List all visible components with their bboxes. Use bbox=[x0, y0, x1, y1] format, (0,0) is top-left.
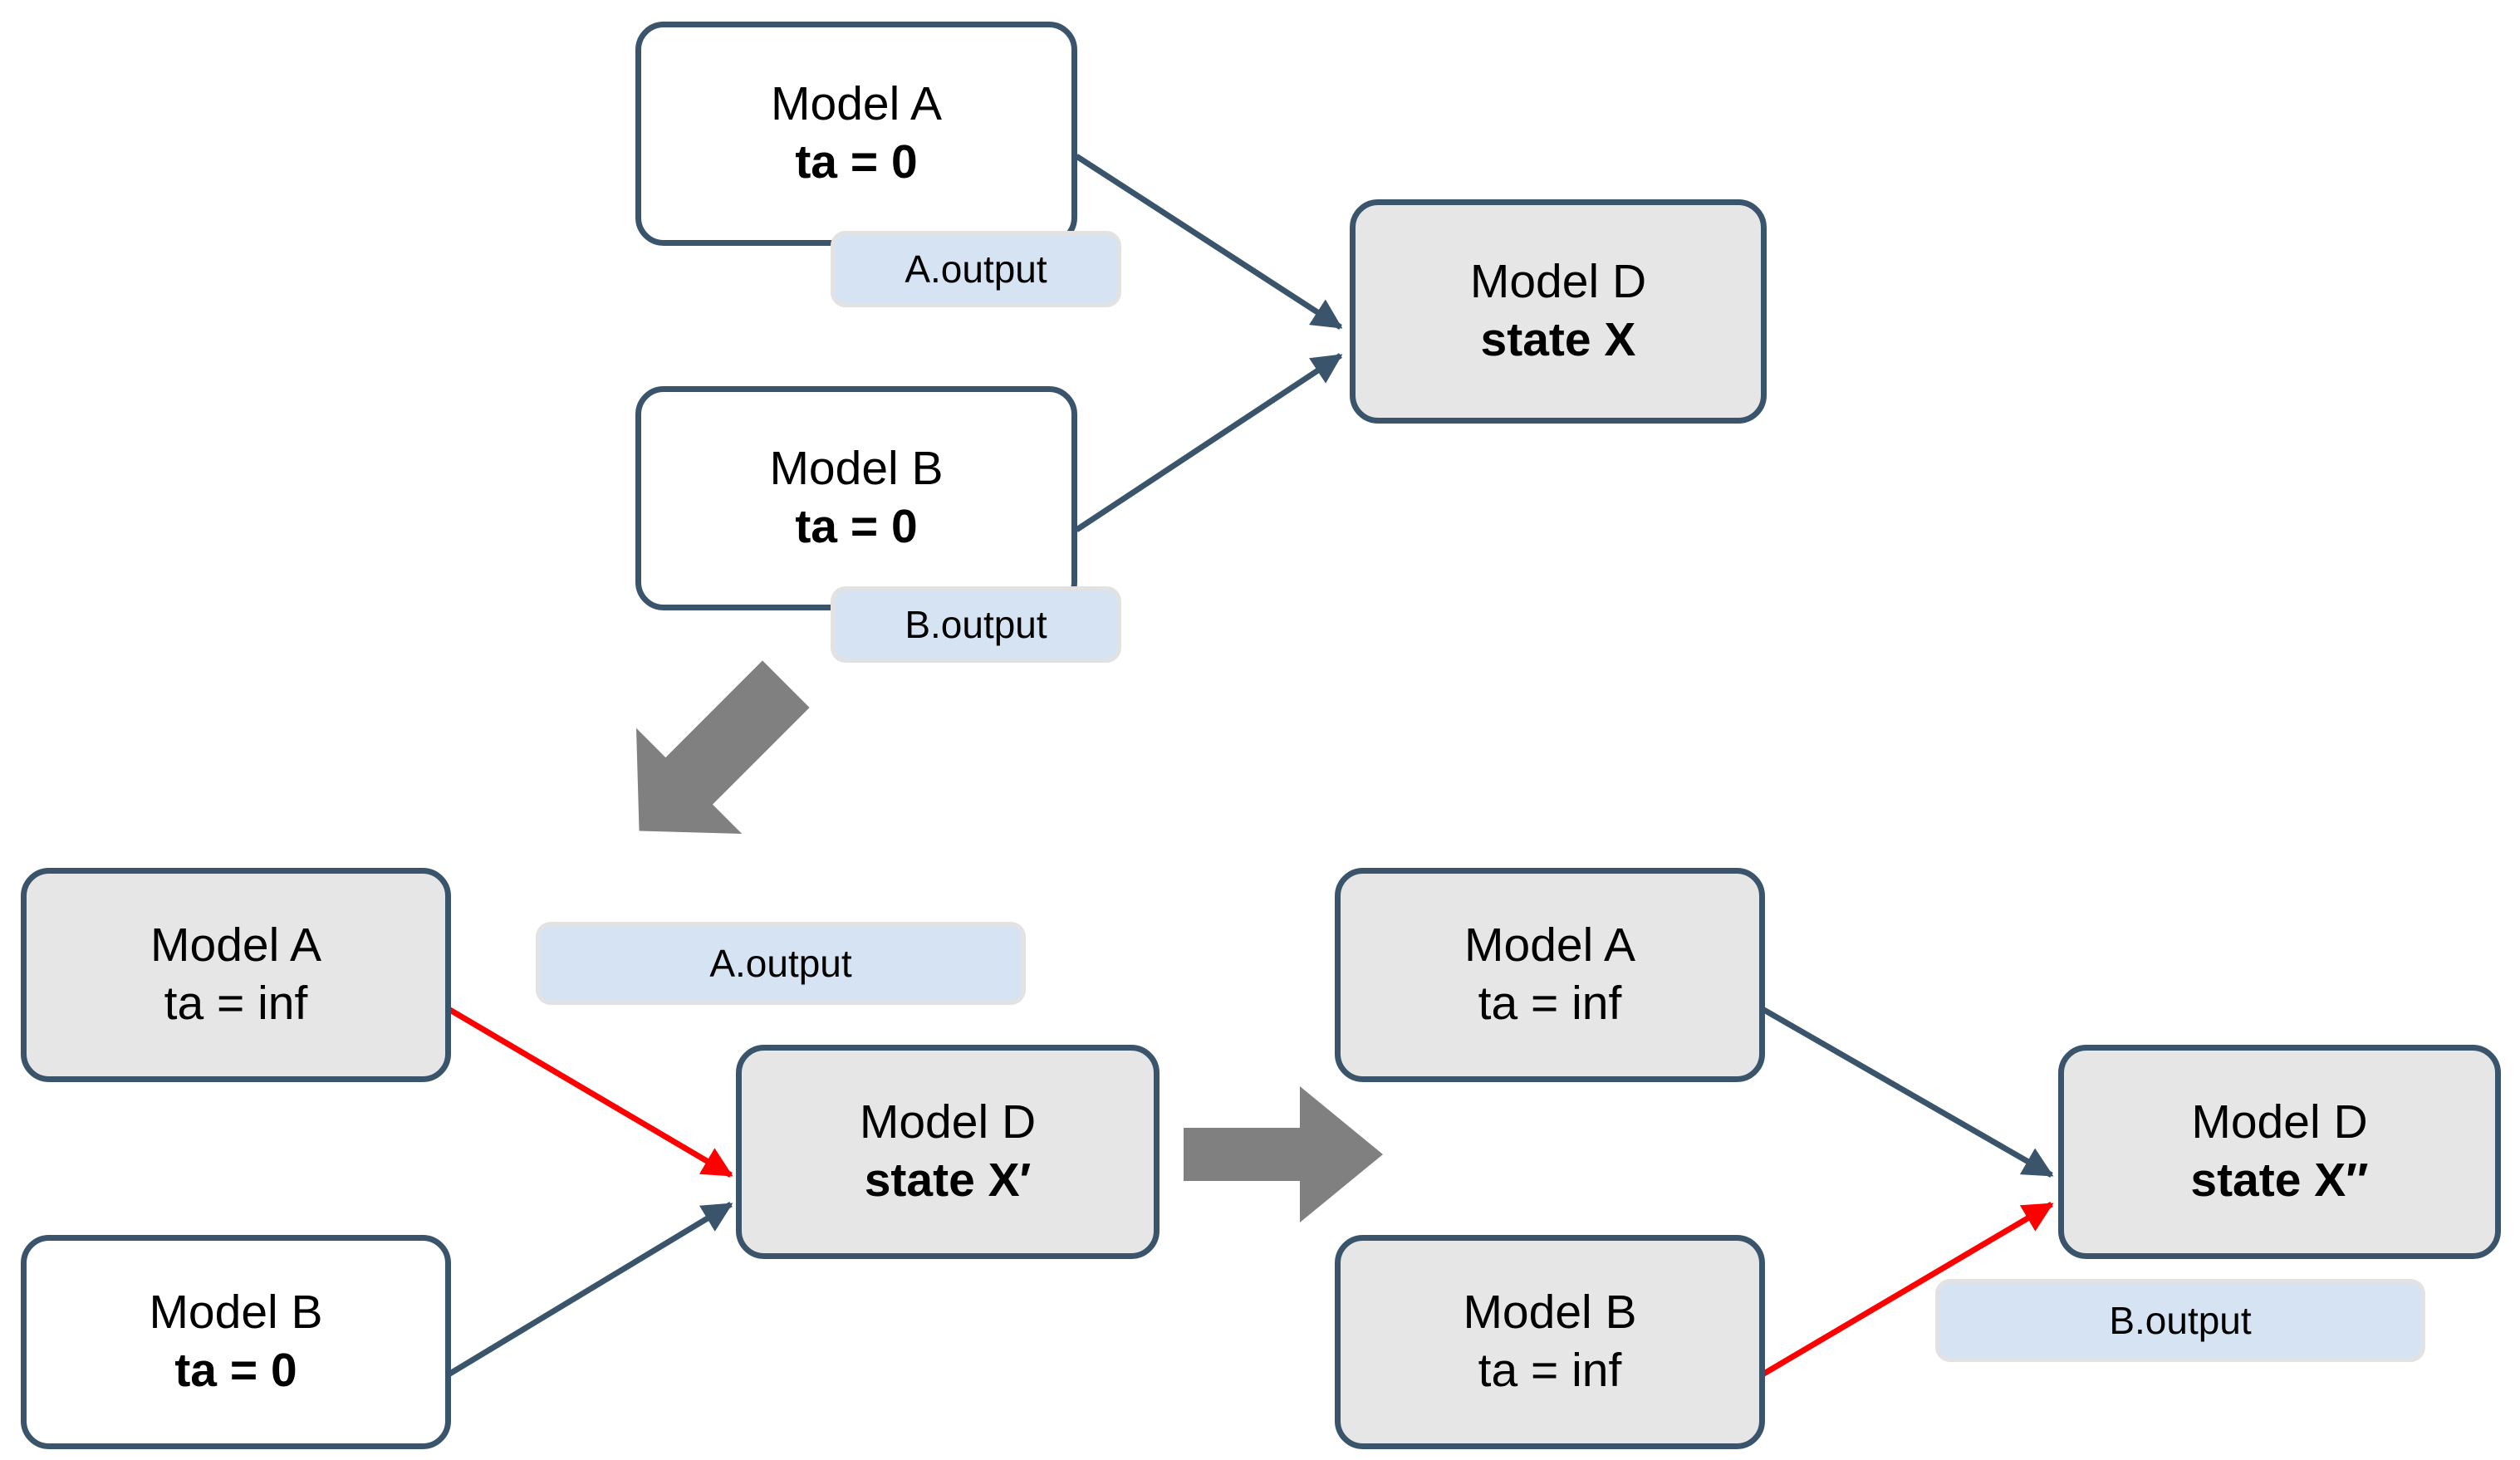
port-mid-a-output[interactable]: A.output bbox=[536, 922, 1026, 1005]
node-subtitle: state X bbox=[1480, 313, 1636, 366]
node-subtitle: ta = 0 bbox=[795, 500, 918, 553]
node-mid-model-d[interactable]: Model D state X′ bbox=[736, 1045, 1159, 1259]
port-label: B.output bbox=[2109, 1299, 2252, 1342]
node-right-model-b[interactable]: Model B ta = inf bbox=[1335, 1235, 1765, 1449]
stage-arrow-diagonal-icon bbox=[636, 660, 810, 834]
node-title: Model A bbox=[150, 919, 321, 973]
port-label: A.output bbox=[709, 942, 852, 985]
node-right-model-a[interactable]: Model A ta = inf bbox=[1335, 868, 1765, 1082]
stage-arrow-horizontal-icon bbox=[1184, 1086, 1383, 1222]
edge-mid-a-to-d bbox=[447, 1006, 733, 1178]
node-top-model-d[interactable]: Model D state X bbox=[1350, 199, 1767, 424]
port-label: A.output bbox=[905, 247, 1047, 291]
node-title: Model D bbox=[2191, 1095, 2368, 1149]
port-top-a-output[interactable]: A.output bbox=[831, 231, 1121, 307]
node-title: Model D bbox=[1469, 255, 1647, 309]
node-subtitle: state X′ bbox=[864, 1154, 1032, 1207]
node-title: Model A bbox=[771, 77, 942, 131]
node-title: Model A bbox=[1464, 919, 1635, 973]
node-top-model-a[interactable]: Model A ta = 0 bbox=[635, 22, 1077, 246]
node-subtitle: ta = 0 bbox=[174, 1344, 297, 1397]
node-top-model-b[interactable]: Model B ta = 0 bbox=[635, 386, 1077, 610]
edge-top-b-to-d bbox=[1075, 353, 1343, 532]
edge-right-a-to-d bbox=[1761, 1006, 2054, 1178]
node-subtitle: ta = 0 bbox=[795, 135, 918, 189]
node-subtitle: state X″ bbox=[2190, 1154, 2369, 1207]
node-right-model-d[interactable]: Model D state X″ bbox=[2058, 1045, 2501, 1259]
node-title: Model B bbox=[1463, 1286, 1637, 1340]
port-label: B.output bbox=[905, 603, 1047, 646]
edge-mid-b-to-d bbox=[447, 1202, 733, 1377]
node-mid-model-b[interactable]: Model B ta = 0 bbox=[21, 1235, 451, 1449]
port-right-b-output[interactable]: B.output bbox=[1935, 1279, 2425, 1362]
node-title: Model B bbox=[149, 1286, 323, 1340]
node-title: Model B bbox=[769, 442, 944, 496]
node-subtitle: ta = inf bbox=[1478, 977, 1622, 1030]
port-top-b-output[interactable]: B.output bbox=[831, 586, 1121, 663]
node-subtitle: ta = inf bbox=[1478, 1344, 1622, 1397]
node-subtitle: ta = inf bbox=[164, 977, 308, 1030]
node-mid-model-a[interactable]: Model A ta = inf bbox=[21, 868, 451, 1082]
node-title: Model D bbox=[859, 1095, 1037, 1149]
